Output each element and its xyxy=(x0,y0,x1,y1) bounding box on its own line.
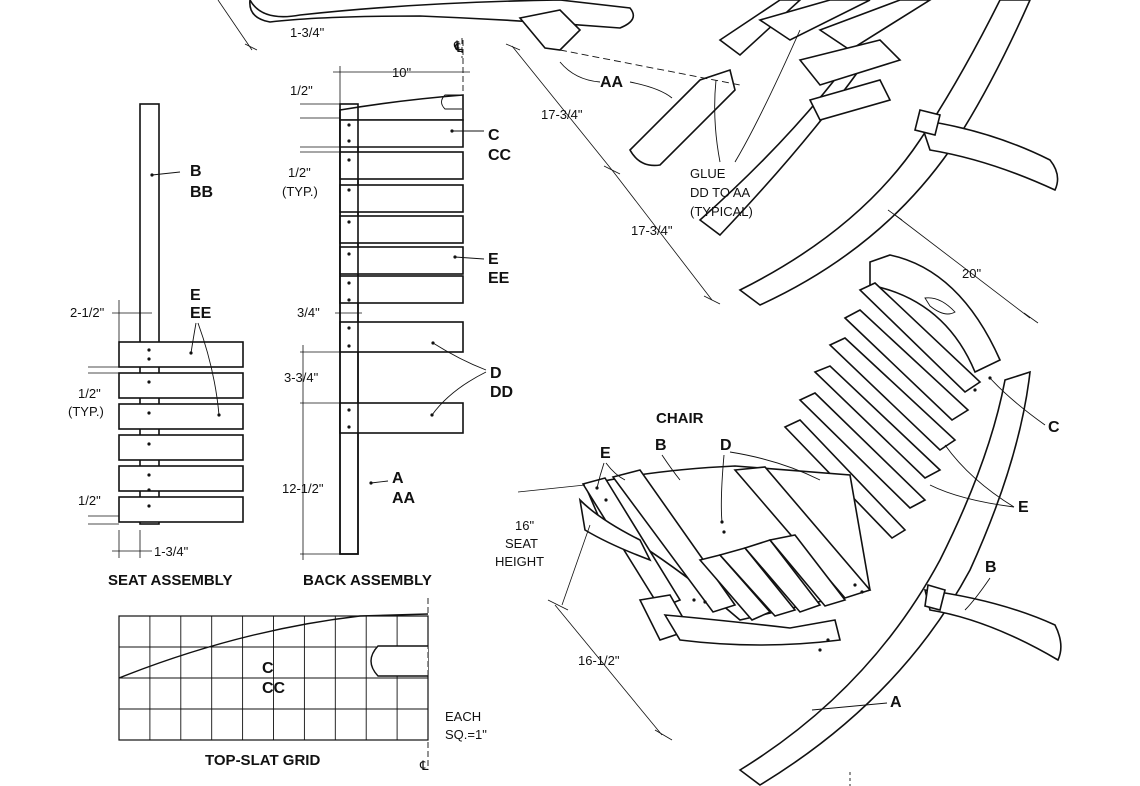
chair-seat-height-1: 16" xyxy=(515,518,534,533)
grid-note-2: SQ.=1" xyxy=(445,727,487,742)
top-slat-grid: C CC EACH SQ.=1" ℄ TOP-SLAT GRID xyxy=(118,598,487,773)
chair-part-e-right: E xyxy=(1018,499,1029,516)
chair-part-b: B xyxy=(655,437,667,454)
chair-leg-b-right xyxy=(923,589,1062,662)
seat-part-b: B xyxy=(190,163,202,180)
seat-assembly: B BB E EE 2-1/2" 1/2" (TYP.) 1/2" 1-3/4"… xyxy=(68,103,244,589)
chair-seat-slats xyxy=(581,466,872,621)
back-assembly-title: BACK ASSEMBLY xyxy=(303,572,432,589)
chair-view: CHAIR E B D C E B A 20" 16" SEAT HEIGHT … xyxy=(495,209,1062,786)
top-detail: 1-3/4" ℄ AA 17-3/4" 17-3/4" GLUE xyxy=(217,0,1059,306)
top-centerline: ℄ xyxy=(453,38,463,53)
back-part-aa: AA xyxy=(392,490,416,507)
chair-part-a: A xyxy=(890,694,902,711)
grid-note-1: EACH xyxy=(445,709,481,724)
back-centerline: ℄ xyxy=(454,40,464,55)
glue-note-2: DD TO AA xyxy=(690,185,751,200)
seat-dim-1-3-4: 1-3/4" xyxy=(154,544,189,559)
chair-dim-16-1-2: 16-1/2" xyxy=(578,653,620,668)
chair-part-c: C xyxy=(1048,419,1060,436)
top-back-leg xyxy=(918,119,1059,192)
grid-title: TOP-SLAT GRID xyxy=(205,752,320,769)
glue-note-1: GLUE xyxy=(690,166,726,181)
seat-part-ee: EE xyxy=(190,305,212,322)
chair-seat-height-2: SEAT xyxy=(505,536,538,551)
chair-part-e: E xyxy=(600,445,611,462)
seat-rail-b xyxy=(139,103,160,525)
back-part-c: C xyxy=(488,127,500,144)
seat-dim-1-2-bottom: 1/2" xyxy=(78,493,101,508)
back-dim-1-2-top: 1/2" xyxy=(290,83,313,98)
grid-part-c: C xyxy=(262,660,274,677)
leg-aa-lower xyxy=(629,68,736,167)
back-slats xyxy=(339,151,464,434)
top-curved-leg xyxy=(249,0,635,29)
back-dim-3-4: 3/4" xyxy=(297,305,320,320)
seat-dim-2-1-2: 2-1/2" xyxy=(70,305,105,320)
chair-seat-height-3: HEIGHT xyxy=(495,554,544,569)
chair-front-leg xyxy=(578,497,652,562)
seat-part-e: E xyxy=(190,287,201,304)
back-part-dd: DD xyxy=(490,384,513,401)
back-assembly: ℄ 10" 1/2" 1/2" (TYP.) 3/4" 3-3/4" 12-1/… xyxy=(282,40,513,589)
back-dim-10: 10" xyxy=(392,65,411,80)
leg-aa-top xyxy=(518,9,582,51)
chair-back-slats xyxy=(783,282,982,540)
grid-slat-notch xyxy=(370,645,428,677)
grid-part-cc: CC xyxy=(262,680,286,697)
back-dim-12-1-2: 12-1/2" xyxy=(282,481,324,496)
chair-leg-a xyxy=(738,370,1031,786)
chair-top-slat-c xyxy=(869,254,1002,374)
top-dim-1-3-4: 1-3/4" xyxy=(290,25,325,40)
back-dim-typ: (TYP.) xyxy=(282,184,318,199)
chair-front-rail xyxy=(663,614,841,646)
dim-17-3-4-a: 17-3/4" xyxy=(541,107,583,122)
seat-part-bb: BB xyxy=(190,184,213,201)
label-aa: AA xyxy=(600,74,624,91)
back-dim-1-2-typ: 1/2" xyxy=(288,165,311,180)
grid-slat-curve xyxy=(118,613,429,679)
back-part-cc: CC xyxy=(488,147,512,164)
top-slats xyxy=(718,0,932,121)
top-right-rail xyxy=(738,0,1031,306)
chair-dim-20: 20" xyxy=(962,266,981,281)
glue-note-3: (TYPICAL) xyxy=(690,204,753,219)
chair-title: CHAIR xyxy=(656,410,704,427)
seat-slats xyxy=(118,341,244,523)
back-dim-3-3-4: 3-3/4" xyxy=(284,370,319,385)
seat-assembly-title: SEAT ASSEMBLY xyxy=(108,572,232,589)
back-part-d: D xyxy=(490,365,502,382)
top-dim-line xyxy=(217,0,253,51)
back-part-e: E xyxy=(488,251,499,268)
back-part-ee: EE xyxy=(488,270,510,287)
chair-part-d: D xyxy=(720,437,732,454)
dim-17-3-4-b: 17-3/4" xyxy=(631,223,673,238)
seat-dim-typ: (TYP.) xyxy=(68,404,104,419)
seat-dim-1-2-typ: 1/2" xyxy=(78,386,101,401)
back-part-a: A xyxy=(392,470,404,487)
grid-centerline: ℄ xyxy=(419,758,429,773)
chair-part-b-right: B xyxy=(985,559,997,576)
grid-lines xyxy=(119,616,428,740)
